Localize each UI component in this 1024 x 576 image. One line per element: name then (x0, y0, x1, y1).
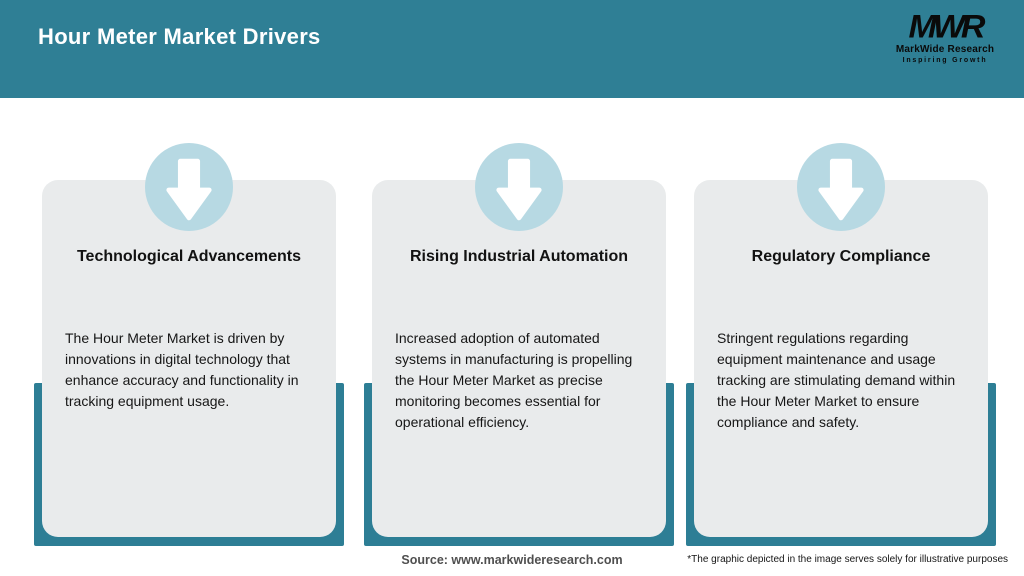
logo-name: MarkWide Research (895, 44, 995, 55)
driver-card: Technological Advancements The Hour Mete… (42, 143, 336, 537)
down-arrow-icon (797, 143, 885, 231)
logo-monogram-icon: MWR (908, 8, 986, 46)
card-description: Stringent regulations regarding equipmen… (717, 330, 956, 430)
card-title: Technological Advancements (76, 248, 302, 265)
page-title: Hour Meter Market Drivers (38, 24, 321, 49)
logo-tagline: Inspiring Growth (902, 57, 988, 64)
card-description: The Hour Meter Market is driven by innov… (65, 330, 299, 409)
driver-card: Rising Industrial Automation Increased a… (372, 143, 666, 537)
card-description: Increased adoption of automated systems … (395, 330, 633, 430)
card-title: Regulatory Compliance (751, 248, 931, 265)
driver-card: Regulatory Compliance Stringent regulati… (694, 143, 988, 537)
card-title: Rising Industrial Automation (409, 248, 629, 265)
source-text: Source: www.markwideresearch.com (401, 553, 623, 567)
disclaimer-text: *The graphic depicted in the image serve… (687, 554, 1008, 565)
driver-column-automation: Rising Industrial Automation Increased a… (364, 0, 674, 576)
header-bar: Hour Meter Market Drivers MWR MarkWide R… (0, 0, 1024, 98)
down-arrow-icon (145, 143, 233, 231)
driver-column-technology: Technological Advancements The Hour Mete… (34, 0, 344, 576)
down-arrow-icon (475, 143, 563, 231)
logo: MWR MarkWide Research Inspiring Growth (878, 10, 1012, 64)
driver-column-compliance: Regulatory Compliance Stringent regulati… (686, 0, 996, 576)
